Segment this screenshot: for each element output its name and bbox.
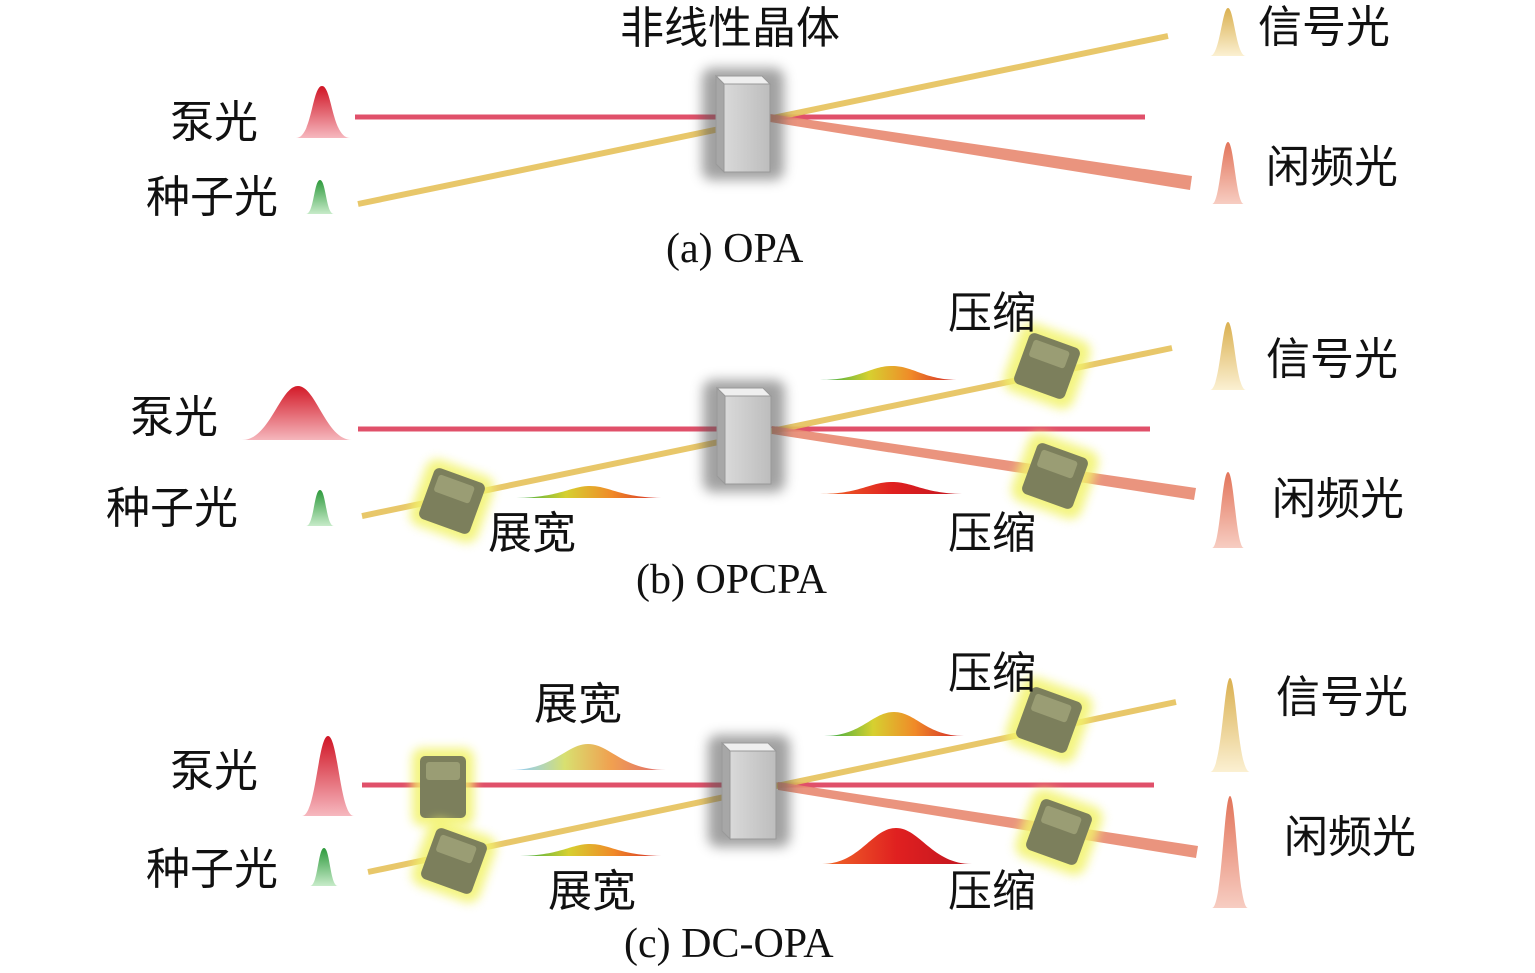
signal-label: 信号光: [1266, 334, 1398, 385]
idler-pulse-icon: [1212, 796, 1248, 908]
idler-label: 闲频光: [1266, 142, 1398, 193]
compressor-icon-idler: [1015, 788, 1103, 876]
seed-pulse-icon: [306, 180, 334, 214]
signal-pulse-icon: [1210, 8, 1246, 56]
signal-pulse-icon: [1210, 322, 1246, 390]
compressor-icon-idler: [1011, 432, 1099, 520]
stretched-pump-pulse-icon: [510, 744, 666, 770]
pump-label: 泵光: [170, 746, 258, 797]
seed-pulse-icon: [306, 490, 334, 526]
panel-a: 非线性晶体 泵光 种子光 信号光 闲频光 (a) OPA: [146, 2, 1398, 272]
pump-label: 泵光: [130, 392, 218, 443]
idler-label: 闲频光: [1284, 812, 1416, 863]
idler-beam: [778, 782, 1198, 858]
idler-beam: [772, 426, 1196, 500]
compress-label-top: 压缩: [948, 288, 1036, 339]
stretched-signal-pulse-icon: [820, 366, 960, 380]
stretched-seed-pulse-icon: [512, 486, 666, 498]
seed-pulse-icon: [310, 848, 338, 886]
idler-pulse-icon: [1212, 142, 1244, 204]
pump-pulse-icon: [242, 386, 352, 440]
stretched-signal-pulse-icon: [824, 712, 964, 736]
caption-a: (a) OPA: [666, 226, 804, 272]
pump-pulse-icon: [302, 736, 354, 816]
compress-label-top: 压缩: [948, 648, 1036, 699]
crystal-icon: [708, 735, 790, 847]
stretch-label-top: 展宽: [534, 679, 622, 730]
idler-pulse-icon: [1212, 472, 1244, 548]
signal-label: 信号光: [1276, 672, 1408, 723]
idler-beam: [770, 114, 1192, 190]
seed-label: 种子光: [146, 172, 278, 223]
compress-label-bottom: 压缩: [948, 866, 1036, 917]
stretch-label-bottom: 展宽: [548, 866, 636, 917]
seed-label: 种子光: [106, 483, 238, 534]
compress-label-bottom: 压缩: [948, 508, 1036, 559]
caption-c: (c) DC-OPA: [624, 921, 834, 967]
stretch-label: 展宽: [488, 508, 576, 559]
crystal-icon: [702, 68, 784, 180]
pump-label: 泵光: [170, 97, 258, 148]
stretcher-icon-pump: [412, 748, 474, 826]
stretcher-icon-seed: [411, 819, 497, 903]
signal-label: 信号光: [1258, 2, 1390, 53]
signal-pulse-icon: [1210, 678, 1250, 772]
pump-pulse-icon: [296, 86, 350, 138]
seed-label: 种子光: [146, 844, 278, 895]
stretched-idler-pulse-icon: [820, 482, 966, 494]
stretched-seed-pulse-icon: [516, 844, 666, 856]
stretcher-icon: [409, 459, 495, 543]
panel-b: 泵光 种子光 展宽 压缩 压缩 信号光 闲频光 (b) OPCPA: [106, 288, 1404, 603]
nonlinear-crystal-label: 非线性晶体: [620, 3, 840, 54]
stretched-idler-pulse-icon: [822, 828, 972, 864]
compressor-icon-signal: [1005, 676, 1093, 764]
idler-label: 闲频光: [1272, 474, 1404, 525]
panel-c: 泵光 种子光 展宽 展宽 压缩 压缩 信号光 闲频光 (c) DC-OPA: [146, 648, 1416, 967]
caption-b: (b) OPCPA: [636, 557, 828, 603]
crystal-icon: [703, 380, 785, 492]
compressor-icon-signal: [1003, 322, 1091, 410]
